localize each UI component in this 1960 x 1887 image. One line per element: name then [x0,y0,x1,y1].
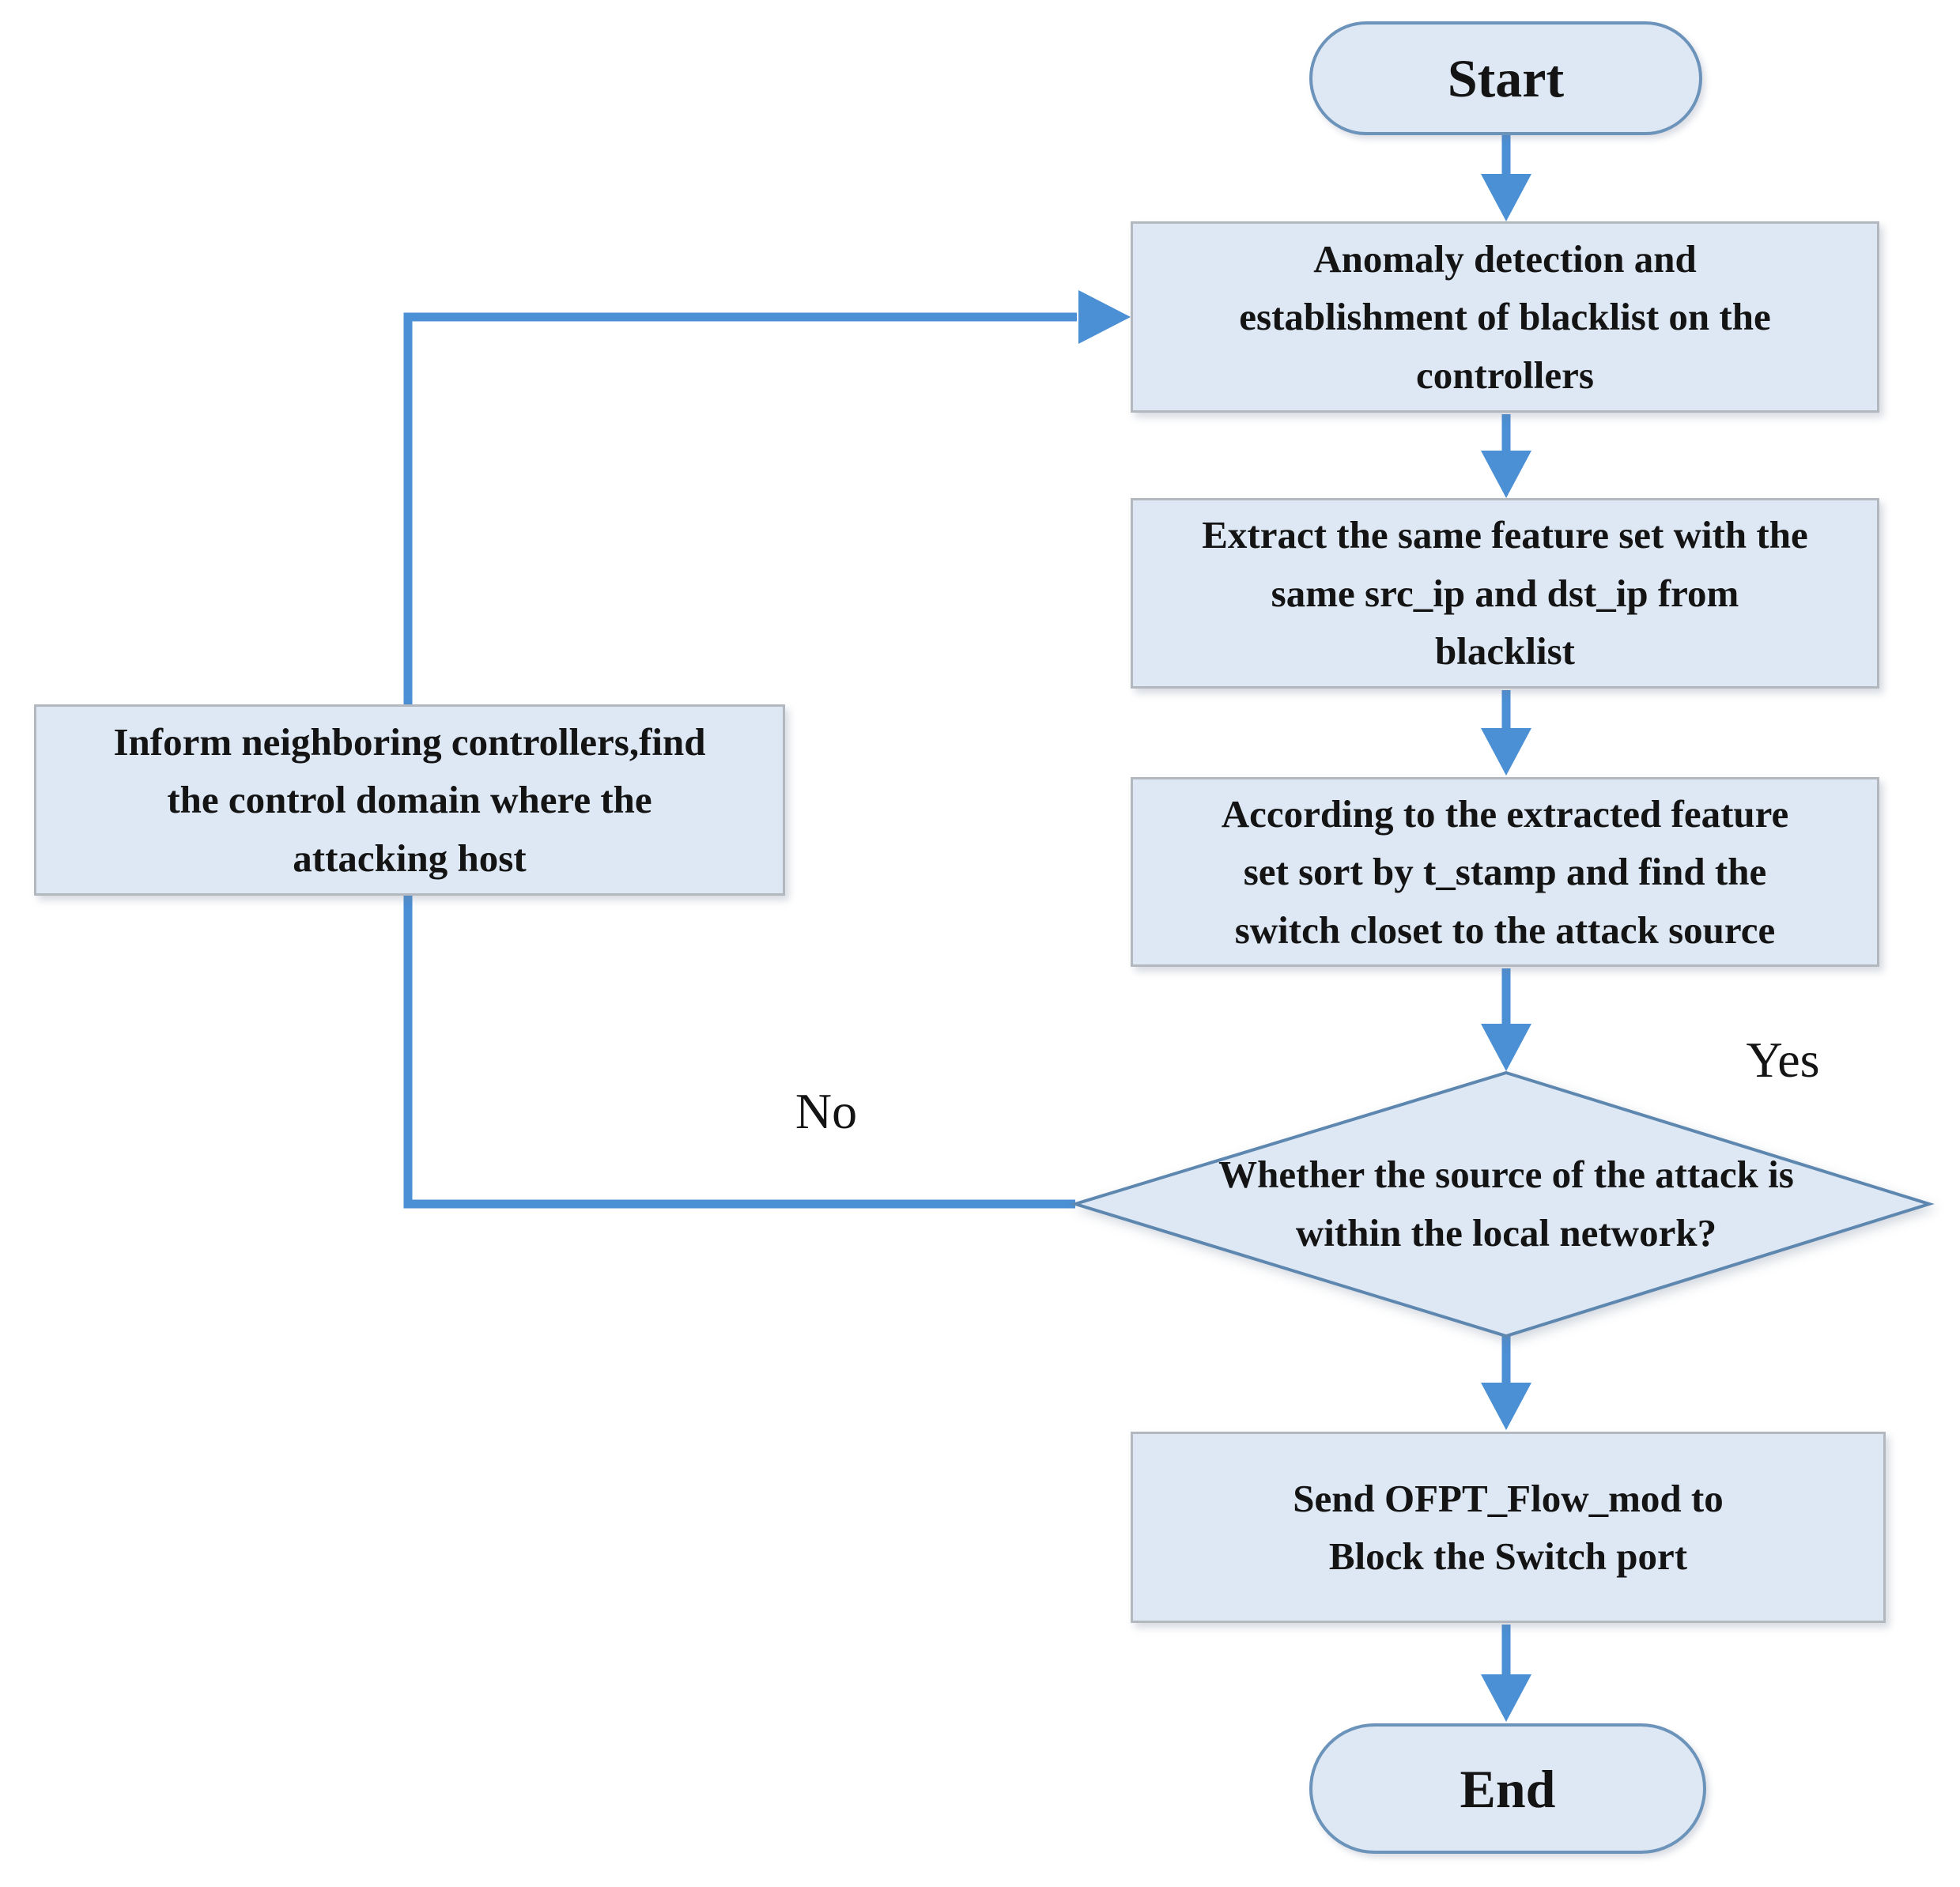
anomaly-detection-label: Anomaly detection and establishment of b… [1239,236,1771,397]
send-flowmod-label: Send OFPT_Flow_mod to Block the Switch p… [1293,1476,1724,1579]
local-network-decision-label: Whether the source of the attack is with… [1218,1153,1794,1255]
end-node: End [1309,1723,1706,1854]
local-network-decision: Whether the source of the attack is with… [1154,1111,1858,1296]
arrowhead-send [1481,1383,1531,1430]
sort-feature-node: According to the extracted feature set s… [1131,777,1879,967]
extract-feature-node: Extract the same feature set with the sa… [1131,498,1879,689]
arrowhead-no-loop [1078,290,1131,344]
arrowhead-decision [1481,1024,1531,1071]
no-label: No [743,1074,909,1149]
arrowhead-anomaly [1481,174,1531,221]
arrowhead-sort [1481,728,1531,776]
no-label-text: No [795,1082,858,1139]
arrowheads [1078,174,1531,1722]
inform-controllers-label: Inform neighboring controllers,find the … [113,719,706,880]
sort-feature-label: According to the extracted feature set s… [1221,791,1789,952]
send-flowmod-node: Send OFPT_Flow_mod to Block the Switch p… [1131,1432,1886,1623]
end-label: End [1460,1758,1556,1819]
arrowhead-extract [1481,451,1531,498]
inform-controllers-node: Inform neighboring controllers,find the … [34,704,785,896]
extract-feature-label: Extract the same feature set with the sa… [1202,513,1808,674]
start-label: Start [1447,48,1565,108]
anomaly-detection-node: Anomaly detection and establishment of b… [1131,221,1879,413]
start-node: Start [1309,21,1702,135]
yes-label-text: Yes [1746,1031,1820,1088]
decision-diamond-shape [1070,1070,1935,1338]
arrowhead-end [1481,1674,1531,1722]
yes-label: Yes [1700,1022,1866,1097]
